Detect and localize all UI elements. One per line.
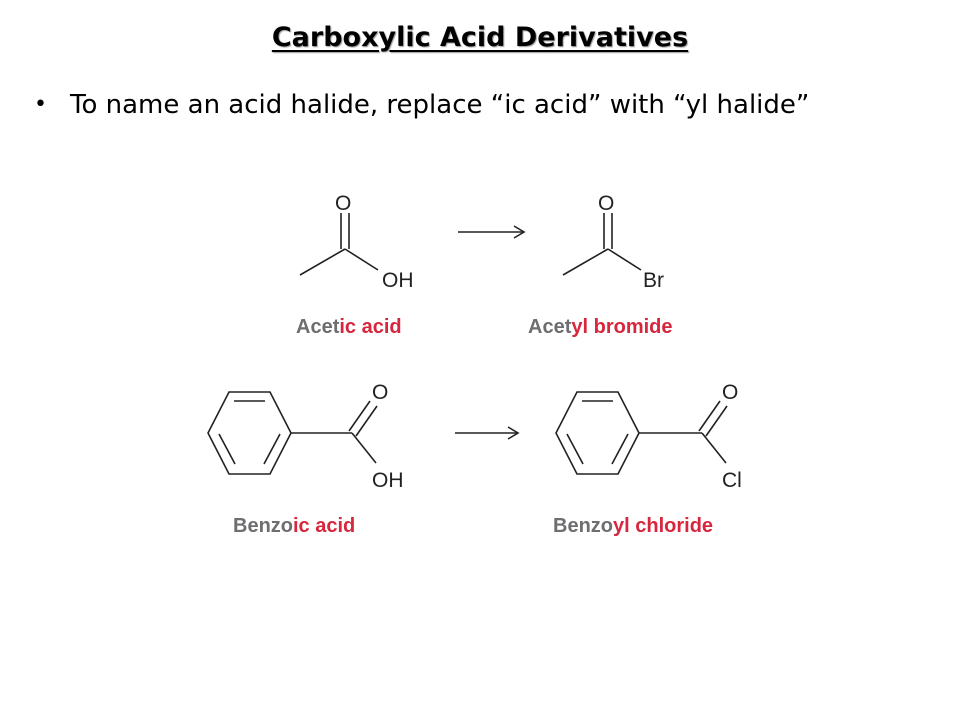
carbonyl-double-bond-b xyxy=(705,405,728,437)
carbonyl-double-bond-b xyxy=(355,405,378,437)
benzoyl-chloride-structure: O Cl xyxy=(555,381,742,492)
bromine-label: Br xyxy=(643,269,664,292)
ring-double-bond-3 xyxy=(218,433,236,465)
carbonyl-double-bond-a xyxy=(348,400,371,432)
acetyl-bromide-name: Acetyl bromide xyxy=(528,316,673,338)
hydroxyl-label: OH xyxy=(382,269,414,292)
bullet-text: To name an acid halide, replace “ic acid… xyxy=(70,90,810,120)
benzene-ring xyxy=(207,391,292,475)
c-br-bond xyxy=(607,248,642,271)
ring-double-bond-2 xyxy=(263,433,281,465)
methyl-bond xyxy=(562,248,609,276)
carbonyl-oxygen-label: O xyxy=(372,381,388,404)
acetic-acid-name: Acetic acid xyxy=(296,316,402,338)
bullet-item: • To name an acid halide, replace “ic aci… xyxy=(34,90,934,120)
methyl-bond xyxy=(299,248,346,276)
benzoic-acid-name: Benzoic acid xyxy=(233,515,355,537)
c-oh-bond xyxy=(351,432,377,464)
acetic-acid-structure: O OH xyxy=(299,192,414,292)
hydroxyl-label: OH xyxy=(372,469,404,492)
carbonyl-oxygen-label: O xyxy=(722,381,738,404)
reaction-arrow-2 xyxy=(455,426,520,440)
carbonyl-oxygen-label: O xyxy=(598,192,614,215)
slide-title: Carboxylic Acid Derivatives xyxy=(271,22,689,53)
chlorine-label: Cl xyxy=(722,469,742,492)
arrow-head-icon xyxy=(513,225,526,239)
benzene-ring xyxy=(555,391,640,475)
c-cl-bond xyxy=(701,432,727,464)
c-oh-bond xyxy=(344,248,379,271)
carbonyl-oxygen-label: O xyxy=(335,192,351,215)
reaction-arrow-1 xyxy=(458,225,526,239)
bullet-dot-icon: • xyxy=(34,92,47,117)
ring-double-bond-3 xyxy=(566,433,584,465)
arrow-head-icon xyxy=(507,426,520,440)
carbonyl-double-bond-a xyxy=(698,400,721,432)
benzoyl-chloride-name: Benzoyl chloride xyxy=(553,515,713,537)
benzoic-acid-structure: O OH xyxy=(207,381,404,492)
acetyl-bromide-structure: O Br xyxy=(562,192,664,292)
ring-double-bond-2 xyxy=(611,433,629,465)
